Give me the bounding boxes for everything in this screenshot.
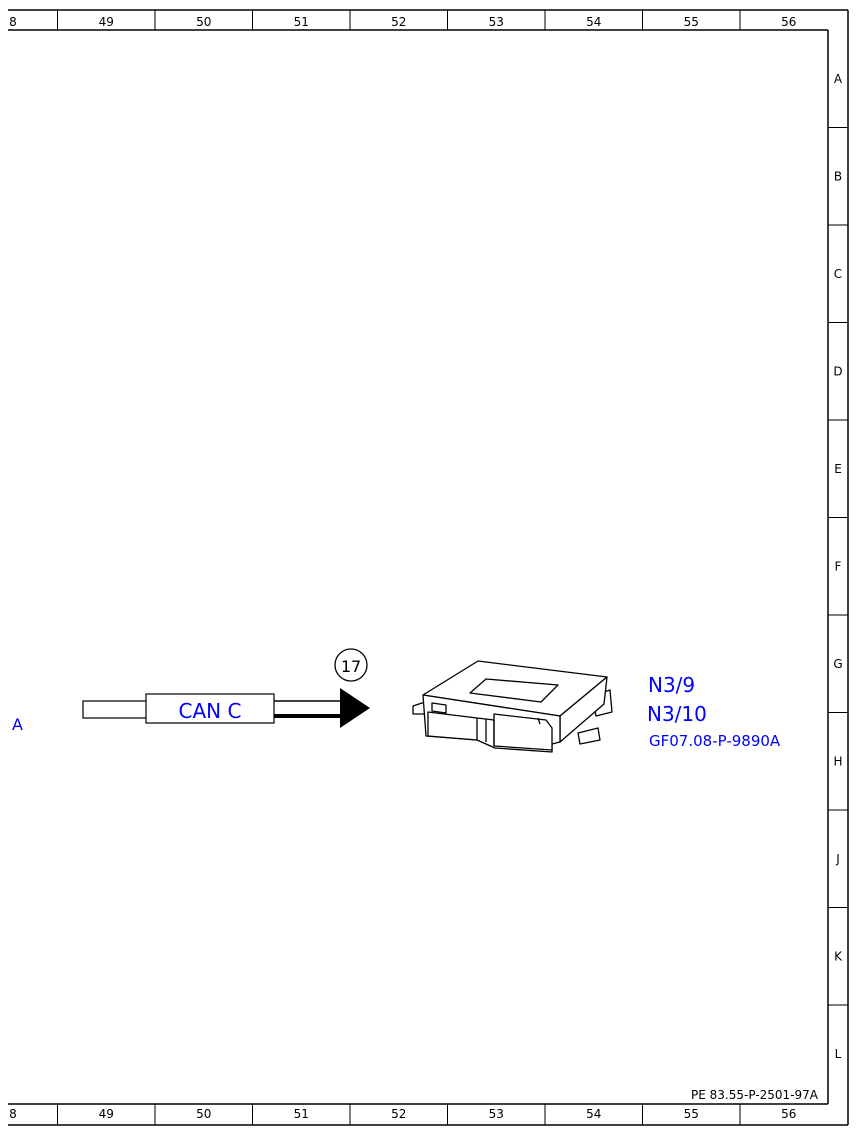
top-ruler-label-56: 56 — [781, 15, 796, 29]
side-ruler-label-l: L — [835, 1047, 842, 1061]
can-bus-label-box — [145, 693, 275, 724]
top-ruler-label-51: 51 — [294, 15, 309, 29]
top-ruler-label-55: 55 — [684, 15, 699, 29]
side-ruler-label-j: J — [835, 852, 840, 866]
bottom-ruler-label-54: 54 — [586, 1107, 601, 1121]
frame — [8, 9, 849, 1126]
component-reference-link[interactable]: GF07.08-P-9890A — [649, 732, 781, 750]
component-code-n3-10[interactable]: N3/10 — [647, 702, 707, 726]
top-ruler-label-8: 8 — [9, 15, 17, 29]
side-ruler-label-k: K — [834, 949, 843, 963]
left-edge-link-label[interactable]: A — [12, 715, 23, 734]
side-ruler-label-h: H — [833, 754, 842, 768]
top-ruler-label-50: 50 — [196, 15, 211, 29]
bottom-ruler-label-56: 56 — [781, 1107, 796, 1121]
side-ruler-label-f: F — [835, 559, 842, 573]
bottom-ruler-label-49: 49 — [99, 1107, 114, 1121]
top-ruler-label-53: 53 — [489, 15, 504, 29]
bottom-ruler-label-51: 51 — [294, 1107, 309, 1121]
top-ruler-label-52: 52 — [391, 15, 406, 29]
side-ruler-label-c: C — [834, 267, 842, 281]
bottom-grid-ruler: 8 49 50 51 52 53 54 55 56 — [9, 1104, 796, 1125]
can-bus-line: CAN C — [82, 688, 370, 728]
signal-direction-arrow — [340, 688, 370, 728]
bottom-ruler-label-50: 50 — [196, 1107, 211, 1121]
bottom-ruler-label-8: 8 — [9, 1107, 17, 1121]
callout-marker: 17 — [334, 648, 368, 682]
side-grid-ruler: A B C D E F G H J K L — [828, 72, 848, 1061]
bottom-ruler-label-55: 55 — [684, 1107, 699, 1121]
side-ruler-label-d: D — [833, 364, 842, 378]
top-ruler-label-54: 54 — [586, 15, 601, 29]
bottom-ruler-label-52: 52 — [391, 1107, 406, 1121]
side-ruler-label-a: A — [834, 72, 843, 86]
document-id: PE 83.55-P-2501-97A — [691, 1088, 819, 1102]
callout-number: 17 — [341, 657, 361, 676]
top-ruler-label-49: 49 — [99, 15, 114, 29]
control-unit-icon — [412, 660, 613, 753]
component-code-n3-9[interactable]: N3/9 — [648, 673, 695, 697]
can-bus-label[interactable]: CAN C — [179, 699, 242, 723]
side-ruler-label-g: G — [833, 657, 842, 671]
bottom-ruler-label-53: 53 — [489, 1107, 504, 1121]
top-grid-ruler: 8 49 50 51 52 53 54 55 56 — [9, 10, 796, 30]
side-ruler-label-b: B — [834, 169, 842, 183]
side-ruler-label-e: E — [834, 462, 842, 476]
